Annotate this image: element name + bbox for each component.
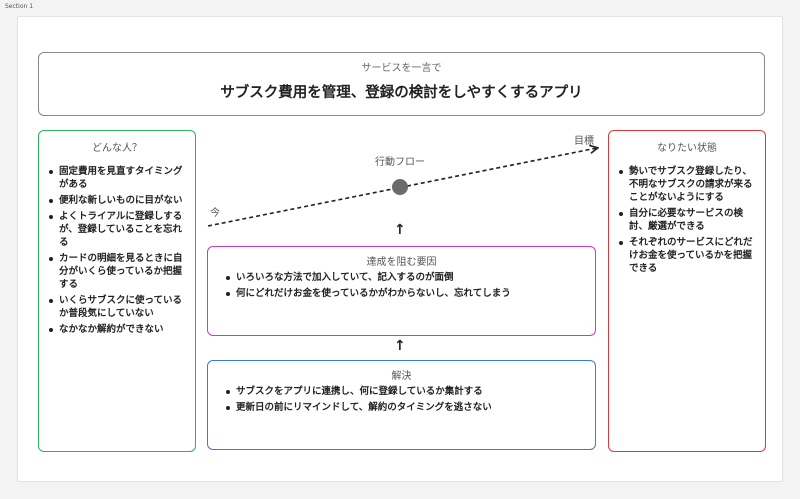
barrier-list: いろいろな方法で加入していて、記入するのが面倒 何にどれだけお金を使っているかが…: [224, 271, 585, 303]
list-item: 便利な新しいものに目がない: [47, 194, 187, 207]
service-summary-subtitle: サービスを一言で: [361, 63, 442, 74]
flow-title: 行動フロー: [375, 157, 425, 168]
persona-list: 固定費用を見直すタイミングがある 便利な新しいものに目がない よくトライアルに登…: [47, 165, 187, 339]
section-label: Section 1: [5, 3, 34, 10]
list-item: それぞれのサービスにどれだけお金を使っているかを把握できる: [617, 236, 757, 275]
barrier-title: 達成を阻む要因: [366, 257, 437, 268]
persona-title: どんな人？: [92, 143, 142, 154]
flow-start-label: 今: [210, 208, 220, 219]
flow-end-label: 目標: [574, 136, 594, 147]
arrow-up-icon: ↑: [394, 222, 406, 238]
list-item: サブスクをアプリに連携し、何に登録しているか集計する: [224, 385, 585, 398]
list-item: いろいろな方法で加入していて、記入するのが面倒: [224, 271, 585, 284]
arrow-up-icon: ↑: [394, 338, 406, 354]
service-summary-box: サービスを一言で サブスク費用を管理、登録の検討をしやすくするアプリ: [38, 52, 765, 116]
service-summary-title: サブスク費用を管理、登録の検討をしやすくするアプリ: [220, 85, 583, 101]
goal-state-box: なりたい状態 勢いでサブスク登録したり、不明なサブスクの請求が来ることがないよう…: [608, 130, 766, 452]
list-item: 自分に必要なサービスの検討、厳選ができる: [617, 207, 757, 233]
solution-title: 解決: [391, 371, 412, 382]
persona-box: どんな人？ 固定費用を見直すタイミングがある 便利な新しいものに目がない よくト…: [38, 130, 196, 452]
list-item: 何にどれだけお金を使っているかがわからないし、忘れてしまう: [224, 287, 585, 300]
barrier-box: 達成を阻む要因 いろいろな方法で加入していて、記入するのが面倒 何にどれだけお金…: [207, 246, 596, 336]
list-item: なかなか解約ができない: [47, 323, 187, 336]
list-item: 更新日の前にリマインドして、解約のタイミングを逃さない: [224, 401, 585, 414]
list-item: カードの明細を見るときに自分がいくら使っているか把握する: [47, 252, 187, 291]
list-item: 固定費用を見直すタイミングがある: [47, 165, 187, 191]
list-item: いくらサブスクに使っているか普段気にしていない: [47, 294, 187, 320]
solution-box: 解決 サブスクをアプリに連携し、何に登録しているか集計する 更新日の前にリマイン…: [207, 360, 596, 450]
list-item: 勢いでサブスク登録したり、不明なサブスクの請求が来ることがないようにする: [617, 165, 757, 204]
list-item: よくトライアルに登録しするが、登録していることを忘れる: [47, 210, 187, 249]
goal-state-title: なりたい状態: [657, 143, 717, 154]
solution-list: サブスクをアプリに連携し、何に登録しているか集計する 更新日の前にリマインドして…: [224, 385, 585, 417]
goal-state-list: 勢いでサブスク登録したり、不明なサブスクの請求が来ることがないようにする 自分に…: [617, 165, 757, 278]
flow-progress-dot: [392, 179, 408, 195]
